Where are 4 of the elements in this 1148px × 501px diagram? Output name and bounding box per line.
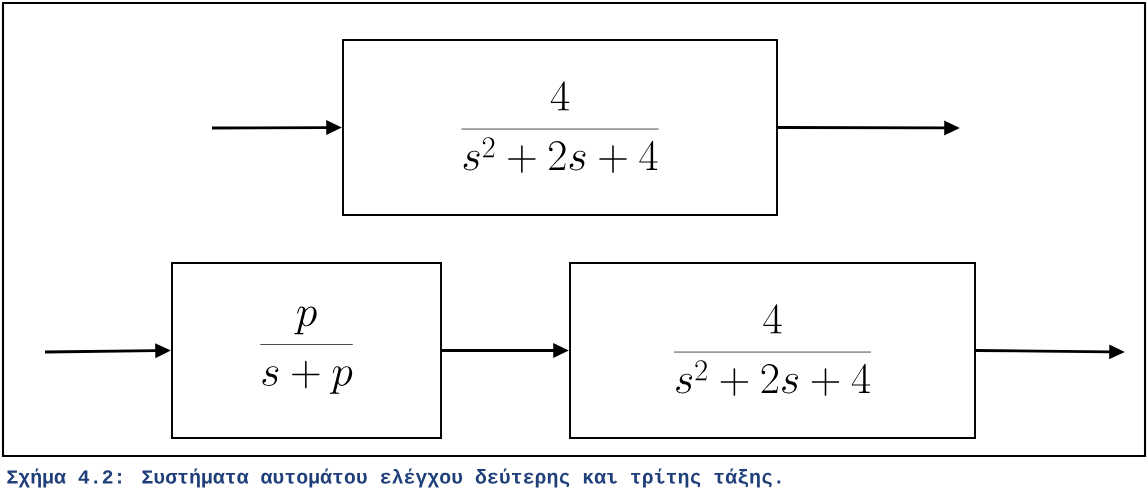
caption: Σχήμα 4.2: Συστήματα αυτομάτου ελέγχου δεύτερης και τρίτης τάξης. [7,468,781,488]
transfer-function-box: $\frac{4}{s^2 + 2s + 4}$ [342,39,778,216]
transfer-function-box: $\frac{p}{s + p}$ [171,262,442,439]
transfer-function-box: $\frac{4}{s^2 + 2s + 4}$ [569,262,976,439]
